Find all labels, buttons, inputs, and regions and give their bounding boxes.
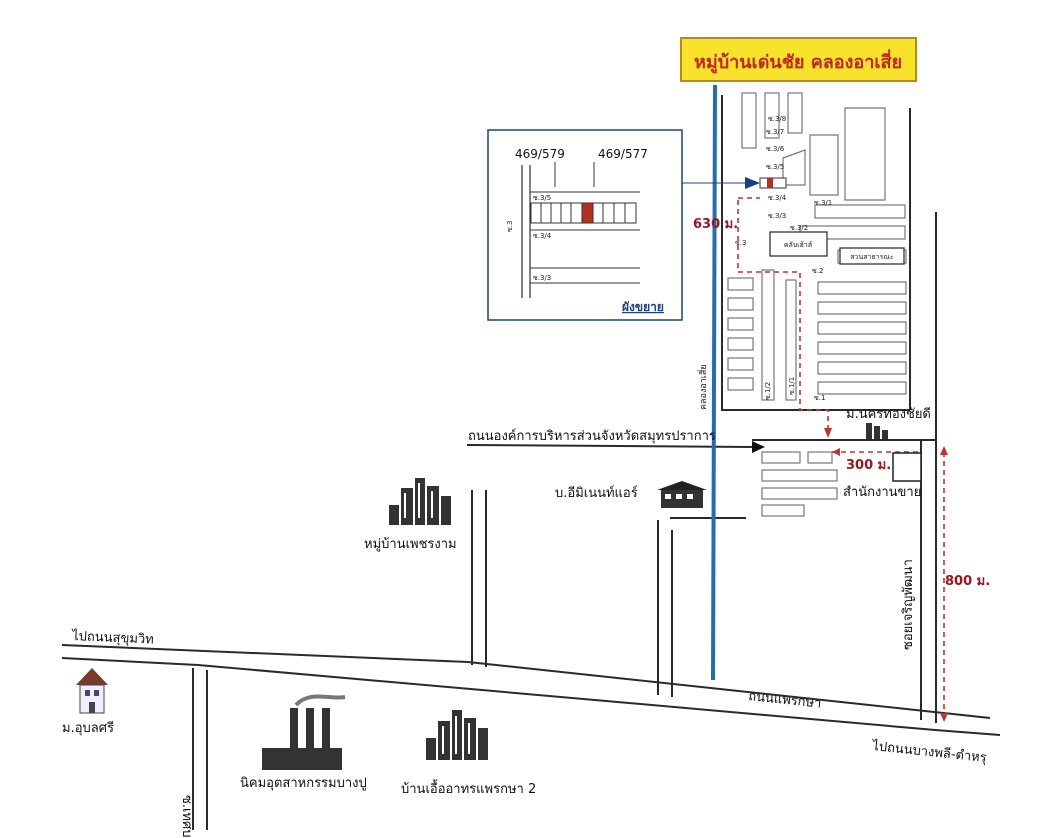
ubonsri-house-icon — [76, 668, 108, 714]
bangphli-label: ไปถนนบางพลี-ตำหรุ — [871, 738, 988, 766]
canal-label: คลองอาเสี่ย — [696, 364, 709, 410]
road-petcharam — [471, 490, 487, 667]
sales-office-icon — [892, 452, 922, 482]
soi-label: ซ.3/3 — [768, 212, 786, 220]
emiment-label: บ.อีมิเนนท์แอร์ — [555, 485, 638, 501]
soi-label: ซ.3/1 — [814, 199, 832, 207]
park-label: สวนสาธารณะ — [850, 253, 894, 261]
distance-630: 630 ม. — [693, 217, 738, 232]
soi-labels: ซ.3/8 ซ.3/7 ซ.3/6 ซ.3/5 ซ.3/4 ซ.3/3 ซ.3/… — [735, 115, 832, 402]
euaarthorn-label: บ้านเอื้ออาทรแพรกษา 2 — [401, 779, 536, 797]
soi-right-label: ซอยเจริญพัฒนา — [901, 559, 916, 650]
soi-label: ซ.1 — [814, 394, 825, 402]
title-box: หมู่บ้านเด่นชัย คลองอาเสี่ย — [680, 37, 917, 82]
soi-label: ซ.3/4 — [768, 194, 787, 202]
petcharam-label: หมู่บ้านเพชรงาม — [364, 537, 457, 552]
soi-left-label: ซ.เทศบาล — [179, 795, 194, 838]
canal-line — [711, 84, 717, 681]
road-sukhumvit-bangphli — [61, 644, 1001, 736]
soi-label: ซ.1/2 — [764, 382, 772, 400]
bangpoo-label: นิคมอุตสาหกรรมบางปู — [240, 776, 367, 791]
village-street-grid — [721, 92, 911, 517]
emiment-building-icon — [657, 481, 707, 508]
soi-label: ซ.3/5 — [766, 163, 784, 171]
ubonsri-label: ม.อุบลศรี — [62, 720, 114, 736]
factory-icon — [262, 694, 346, 770]
plot-marker — [745, 177, 787, 189]
soi-label: ซ.3/2 — [790, 224, 808, 232]
road-obj — [466, 439, 935, 519]
sukhumvit-label: ไปถนนสุขุมวิท — [71, 628, 154, 648]
road-soi-left — [192, 668, 208, 830]
soi-label: ซ.1/1 — [788, 377, 796, 395]
inset-soi-label: ซ.3 — [506, 221, 514, 232]
obj-road-label: ถนนองค์การบริหารส่วนจังหวัดสมุทรปราการ — [468, 428, 716, 444]
inset-plot-right: 469/577 — [598, 147, 648, 161]
distance-300: 300 ม. — [846, 458, 891, 473]
nakhon-label: ม.นครทองชัยดี — [846, 406, 931, 422]
petcharam-city-icon — [389, 478, 451, 525]
road-emiment — [657, 520, 673, 697]
road-soi-right — [920, 212, 937, 723]
inset-map: 469/579 469/577 ซ.3/5 ซ.3/4 ซ.3/3 ซ.3 ผั… — [487, 129, 745, 321]
soi-label: ซ.3/7 — [766, 128, 784, 136]
soi-label: ซ.3/8 — [768, 115, 786, 123]
inset-soi-label: ซ.3/4 — [533, 232, 552, 240]
park-label: คลับเฮ้าส์ — [784, 241, 813, 249]
inset-caption: ผังขยาย — [622, 300, 664, 314]
euaarthorn-city-icon — [426, 710, 488, 760]
sales-office-label: สำนักงานขาย — [843, 485, 921, 500]
inset-soi-label: ซ.3/5 — [533, 194, 551, 202]
inset-plot-left: 469/579 — [515, 147, 565, 161]
praksa-road-label: ถนนแพรกษา — [748, 689, 822, 712]
soi-label: ซ.3 — [735, 239, 746, 247]
distance-800: 800 ม. — [945, 574, 990, 589]
route-dashes — [737, 197, 948, 722]
soi-label: ซ.2 — [812, 267, 823, 275]
inset-soi-label: ซ.3/3 — [533, 274, 551, 282]
nakhon-building-icon — [866, 423, 888, 439]
soi-label: ซ.3/6 — [766, 145, 785, 153]
map-title: หมู่บ้านเด่นชัย คลองอาเสี่ย — [694, 49, 902, 74]
